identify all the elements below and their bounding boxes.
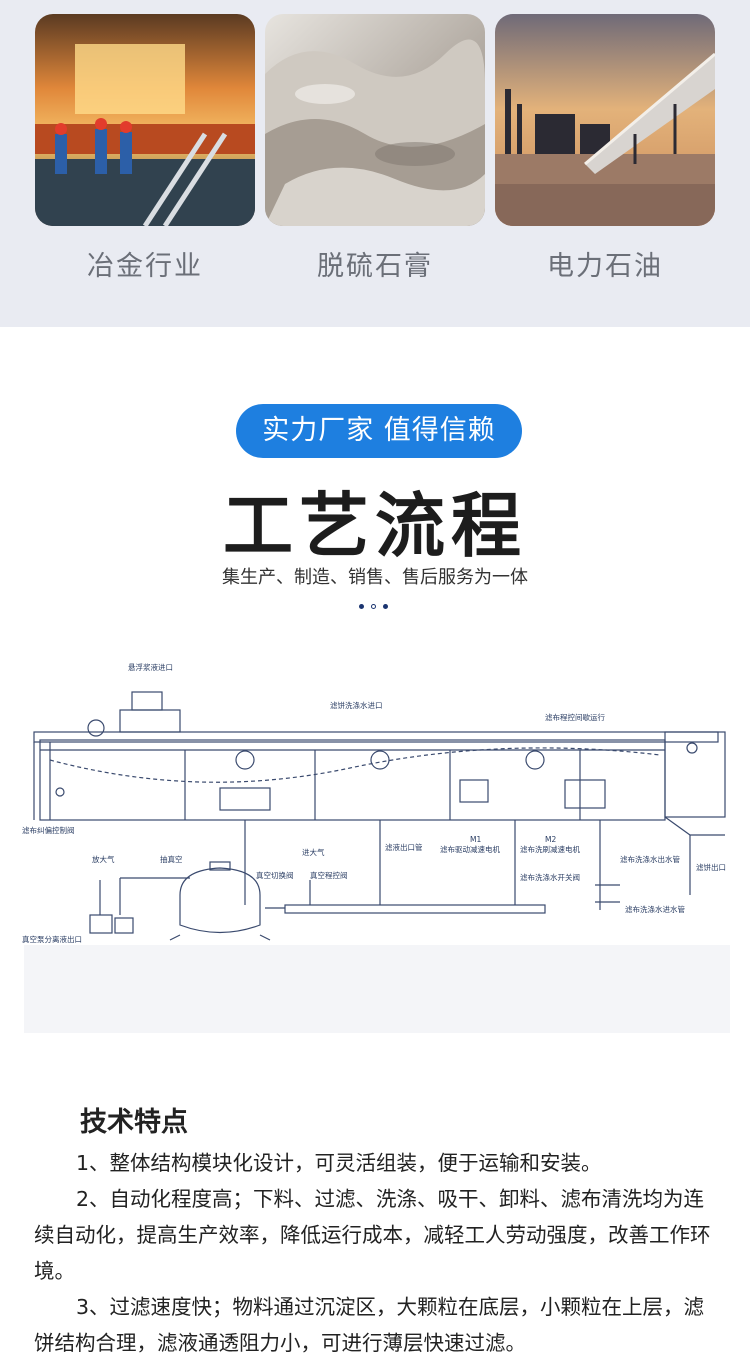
section-title: 工艺流程: [223, 485, 527, 567]
feature-item-3: 3、过滤速度快；物料通过沉淀区，大颗粒在底层，小颗粒在上层，滤饼结构合理，滤液通…: [34, 1295, 705, 1355]
label-m2: M2: [545, 835, 556, 844]
diagram-background: [24, 945, 730, 1033]
label-m1-desc: 滤布驱动减速电机: [440, 844, 500, 854]
label-cloth-wash-in: 滤布洗涤水进水管: [625, 904, 685, 914]
label-m1: M1: [470, 835, 481, 844]
feature-item-2: 2、自动化程度高；下料、过滤、洗涤、吸干、卸料、滤布清洗均为连续自动化，提高生产…: [34, 1187, 711, 1283]
power-petroleum-image: [495, 14, 715, 226]
industry-section: 冶金行业 脱硫石膏: [0, 0, 750, 327]
label-vacuum-switch: 真空切换阀: [256, 870, 294, 880]
gypsum-image: [265, 14, 485, 226]
industry-label-power-petroleum: 电力石油: [547, 251, 663, 282]
decorative-dots: [359, 602, 393, 612]
label-air-in: 进大气: [302, 847, 325, 857]
label-belt-run: 滤布程控间歇运行: [545, 712, 605, 722]
label-separator-outlet: 真空泵分离液出口: [22, 934, 82, 944]
label-wash-switch: 滤布洗涤水开关阀: [520, 872, 580, 882]
industry-label-gypsum: 脱硫石膏: [317, 251, 433, 282]
industry-label-metallurgy: 冶金行业: [87, 251, 203, 282]
process-flow-diagram: 悬浮浆液进口 滤饼洗涤水进口 滤布程控间歇运行 滤布纠偏控制阀 M1 滤布驱动减…: [22, 662, 726, 944]
label-vacuum: 抽真空: [160, 854, 183, 864]
feature-item-1: 1、整体结构模块化设计，可灵活组装，便于运输和安装。: [76, 1151, 602, 1175]
label-filtrate-outlet: 滤液出口管: [385, 842, 423, 852]
section-subtitle: 集生产、制造、销售、售后服务为一体: [222, 567, 528, 588]
label-cloth-wash-out: 滤布洗涤水出水管: [620, 854, 680, 864]
label-vacuum-program: 真空程控阀: [310, 870, 348, 880]
steel-mill-image: [35, 14, 255, 226]
label-release-air: 放大气: [92, 854, 115, 864]
trust-badge: 实力厂家 值得信赖: [236, 404, 522, 458]
label-deviation-valve: 滤布纠偏控制阀: [22, 825, 75, 835]
label-m2-desc: 滤布洗刷减速电机: [520, 844, 580, 854]
label-cake-outlet: 滤饼出口: [696, 862, 726, 872]
features-title: 技术特点: [80, 1107, 188, 1138]
label-slurry-inlet: 悬浮浆液进口: [128, 662, 173, 672]
label-wash-water-inlet: 滤饼洗涤水进口: [330, 700, 383, 710]
